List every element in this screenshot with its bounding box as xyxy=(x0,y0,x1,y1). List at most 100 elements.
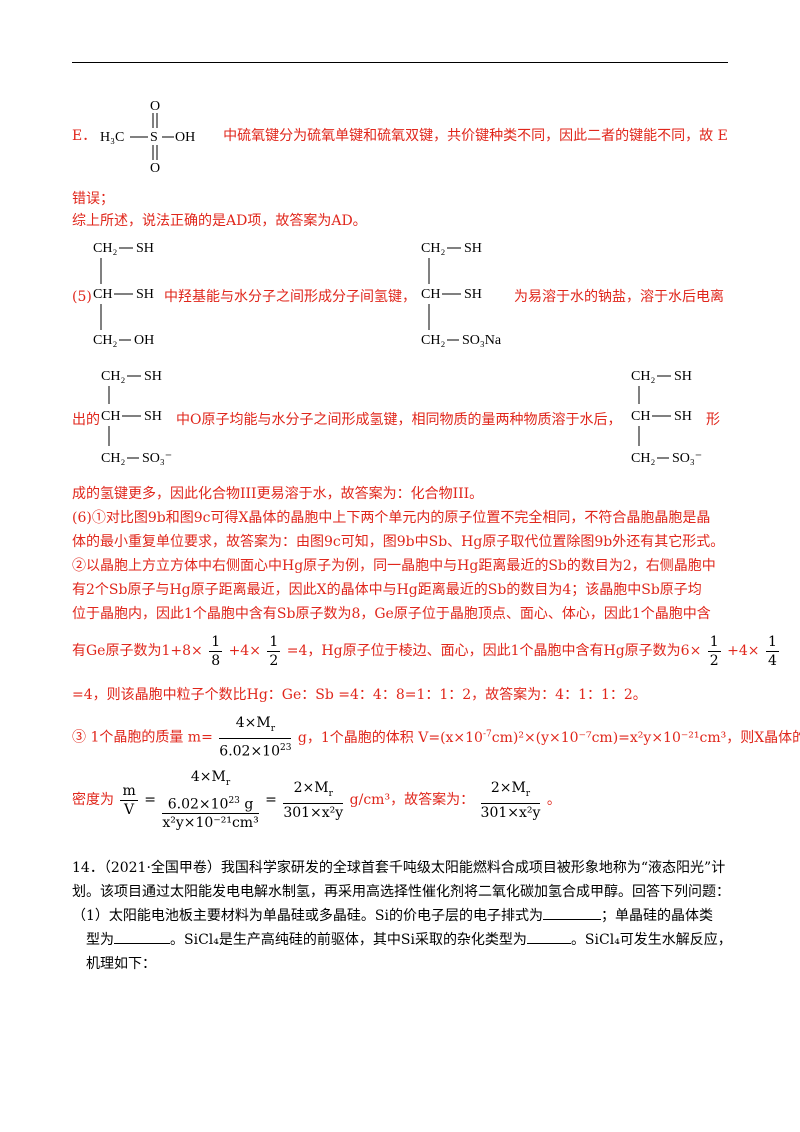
compound-3-structure-right: CH₂ SH CH SH CH₂ SO₃⁻ xyxy=(626,364,706,481)
fraction-1-2-b: 1 2 xyxy=(707,633,721,670)
q14-b: 划。该项目通过太阳能发电电解水制氢，再采用高选择性催化剂将二氧化碳加氢合成甲醇。… xyxy=(72,884,730,900)
q14-d: 型为。SiCl₄是生产高纯硅的前驱体，其中Si采取的杂化类型为。SiCl₄可发生… xyxy=(86,930,732,950)
option-e-prefix: E． xyxy=(72,128,97,144)
c1-oh: OH xyxy=(134,333,154,348)
msa-oh: OH xyxy=(175,130,195,145)
p6-1a: (6)①对比图9b和图9c可得X晶体的晶胞中上下两个单元内的原子位置不完全相同，… xyxy=(72,510,711,526)
density-answer-fraction: 2×Mr 301×x²y xyxy=(480,779,541,822)
p6-2d-mid3: +4× xyxy=(727,643,760,659)
msa-top-o: O xyxy=(150,99,160,114)
blank-valence-config[interactable] xyxy=(542,919,601,920)
c3-right-ch: CH xyxy=(631,409,650,424)
dens-big-sub: r xyxy=(225,777,231,788)
msa-structure: O H₃C S OH O xyxy=(100,96,220,181)
c3-left-so3: SO₃⁻ xyxy=(142,451,172,466)
p6-2d: 有Ge原子数为1+8× 1 8 +4× 1 2 =4，Hg原子位于棱边、面心，因… xyxy=(72,632,781,670)
density-big-fraction: 4×Mr 6.02×1023 g x²y×10⁻²¹cm³ xyxy=(162,768,259,832)
q14-d3-text: 。SiCl₄可发生水解反应， xyxy=(570,932,732,948)
p5-text3: 中O原子均能与水分子之间形成氢键，相同物质的量两种物质溶于水后， xyxy=(176,412,622,428)
p5-text2: 为易溶于水的钠盐，溶于水后电离 xyxy=(514,289,724,305)
mass-num-text: 4×M xyxy=(235,715,271,732)
p6-2b: 有2个Sb原子与Hg原子距离最近，因此X的晶体中与Hg距离最近的Sb的数目为4；… xyxy=(72,582,702,598)
dens-big-g: g xyxy=(244,796,254,813)
c3-left-ch2-top: CH₂ xyxy=(101,369,125,384)
f3-den: 2 xyxy=(709,652,719,669)
dens-a-den: 301×x²y xyxy=(480,804,541,821)
dens-big-num-top: 4×Mr xyxy=(164,768,256,792)
header-rule xyxy=(72,62,728,63)
p6-3-line: ③ 1个晶胞的质量 m= 4×Mr 6.02×1023 g，1个晶胞的体积 V=… xyxy=(72,712,800,761)
p6-2e: =4，则该晶胞中粒子个数比Hg：Ge：Sb =4：4：8=1：1：2，故答案为：… xyxy=(72,687,647,703)
dens-big-num-top-text: 4×M xyxy=(190,769,226,785)
density-pre: 密度为 xyxy=(72,792,114,809)
p5-text4: 形 xyxy=(706,412,720,428)
p6-2d-mid2: =4，Hg原子位于棱边、面心，因此1个晶胞中含有Hg原子数为6× xyxy=(286,643,702,659)
p6-3-pre: ③ 1个晶胞的质量 m= xyxy=(72,729,213,746)
dens-big-exp: 23 xyxy=(228,795,240,806)
c3-right-sh-mid: SH xyxy=(674,409,692,424)
fraction-1-4: 1 4 xyxy=(765,633,779,670)
compound-2-structure: CH₂ SH CH SH CH₂ SO₃Na xyxy=(416,236,526,353)
f3-num: 1 xyxy=(707,633,721,652)
density-result-fraction: 2×Mr 301×x²y xyxy=(283,779,344,822)
p6-1b: 体的最小重复单位要求，故答案为：由图9c可知，图9b中Sb、Hg原子取代位置除图… xyxy=(72,534,725,550)
c2-ch2-bottom: CH₂ xyxy=(421,333,445,348)
msa-h3c: H₃C xyxy=(100,130,124,145)
p6-2a: ②以晶胞上方立方体中右侧面心中Hg原子为例，同一晶胞中与Hg距离最近的Sb的数目… xyxy=(72,558,716,574)
dens-big-num: 4×Mr 6.02×1023 g xyxy=(162,768,259,815)
c2-so3na: SO₃Na xyxy=(462,333,502,348)
blank-hybridization[interactable] xyxy=(526,943,571,944)
msa-bottom-o: O xyxy=(150,161,160,176)
c3-right-so3: SO₃⁻ xyxy=(672,451,702,466)
compound-1-structure: CH₂ SH CH SH CH₂ OH xyxy=(88,236,168,353)
density-line: 密度为 m V = 4×Mr 6.02×1023 g x²y×10⁻²¹cm³ … xyxy=(72,768,561,832)
c3-right-ch2-top: CH₂ xyxy=(631,369,655,384)
q14-a: 14．（2021·全国甲卷）我国科学家研发的全球首套千吨级太阳能燃料合成项目被形… xyxy=(72,860,726,876)
dens-a-num-text: 2×M xyxy=(490,779,526,796)
mass-den-text: 6.02×10 xyxy=(219,743,280,760)
p5-out: 出的 xyxy=(72,412,100,428)
p6-3-rest: cm)²×(y×10⁻⁷cm)=x²y×10⁻²¹cm³，则X晶体的 xyxy=(491,729,800,746)
p5-text1: 中羟基能与水分子之间形成分子间氢键， xyxy=(164,289,416,305)
dens-big-num-mid: 6.02×10 xyxy=(167,796,229,813)
p6-3-exp: -7 xyxy=(482,729,492,739)
q14-c-text: （1）太阳能电池板主要材料为单晶硅或多晶硅。Si的价电子层的电子排式为 xyxy=(72,908,543,924)
p6-3-g: g，1个晶胞的体积 V=(x×10-7cm)²×(y×10⁻⁷cm)=x²y×1… xyxy=(297,729,800,746)
dens-r-den: 301×x²y xyxy=(283,804,344,821)
fraction-1-2-a: 1 2 xyxy=(267,633,281,670)
option-e-cont: 错误； xyxy=(72,191,114,207)
dens-r-num-text: 2×M xyxy=(293,779,329,796)
c1-ch2-top: CH₂ xyxy=(93,241,117,256)
fraction-1-8: 1 8 xyxy=(209,633,223,670)
q14-c2-text: ；单晶硅的晶体类 xyxy=(600,908,713,924)
c3-left-sh-mid: SH xyxy=(144,409,162,424)
blank-crystal-type[interactable] xyxy=(114,943,170,944)
option-e-text: 中硫氧键分为硫氧单键和硫氧双键，共价键种类不同，因此二者的键能不同，故 E xyxy=(223,128,728,144)
density-end: 。 xyxy=(546,792,561,809)
p6-2d-mid1: +4× xyxy=(228,643,261,659)
f1-den: 8 xyxy=(211,652,221,669)
dens-v: V xyxy=(124,801,135,818)
c2-sh-top: SH xyxy=(464,241,482,256)
mass-num-sub: r xyxy=(270,724,276,735)
q14-c: （1）太阳能电池板主要材料为单晶硅或多晶硅。Si的价电子层的电子排式为 ；单晶硅的… xyxy=(72,906,713,926)
c1-ch: CH xyxy=(93,287,112,302)
c3-right-sh-top: SH xyxy=(674,369,692,384)
c2-ch: CH xyxy=(421,287,440,302)
q14-e: 机理如下： xyxy=(86,956,156,972)
p6-3-g-text: g，1个晶胞的体积 V=(x×10 xyxy=(297,729,483,746)
c1-ch2-bottom: CH₂ xyxy=(93,333,117,348)
f4-num: 1 xyxy=(765,633,779,652)
mass-num: 4×Mr xyxy=(219,714,292,740)
c3-left-sh-top: SH xyxy=(144,369,162,384)
summary-line: 综上所述，说法正确的是AD项，故答案为AD。 xyxy=(72,213,367,229)
c1-sh-top: SH xyxy=(136,241,154,256)
c2-ch2-top: CH₂ xyxy=(421,241,445,256)
dens-r-num: 2×Mr xyxy=(283,779,344,804)
f2-den: 2 xyxy=(269,652,279,669)
f4-den: 4 xyxy=(767,652,777,669)
c3-left-ch2-bottom: CH₂ xyxy=(101,451,125,466)
dens-a-sub: r xyxy=(525,788,531,799)
p5-label: (5) xyxy=(72,289,92,305)
dens-a-num: 2×Mr xyxy=(480,779,541,804)
